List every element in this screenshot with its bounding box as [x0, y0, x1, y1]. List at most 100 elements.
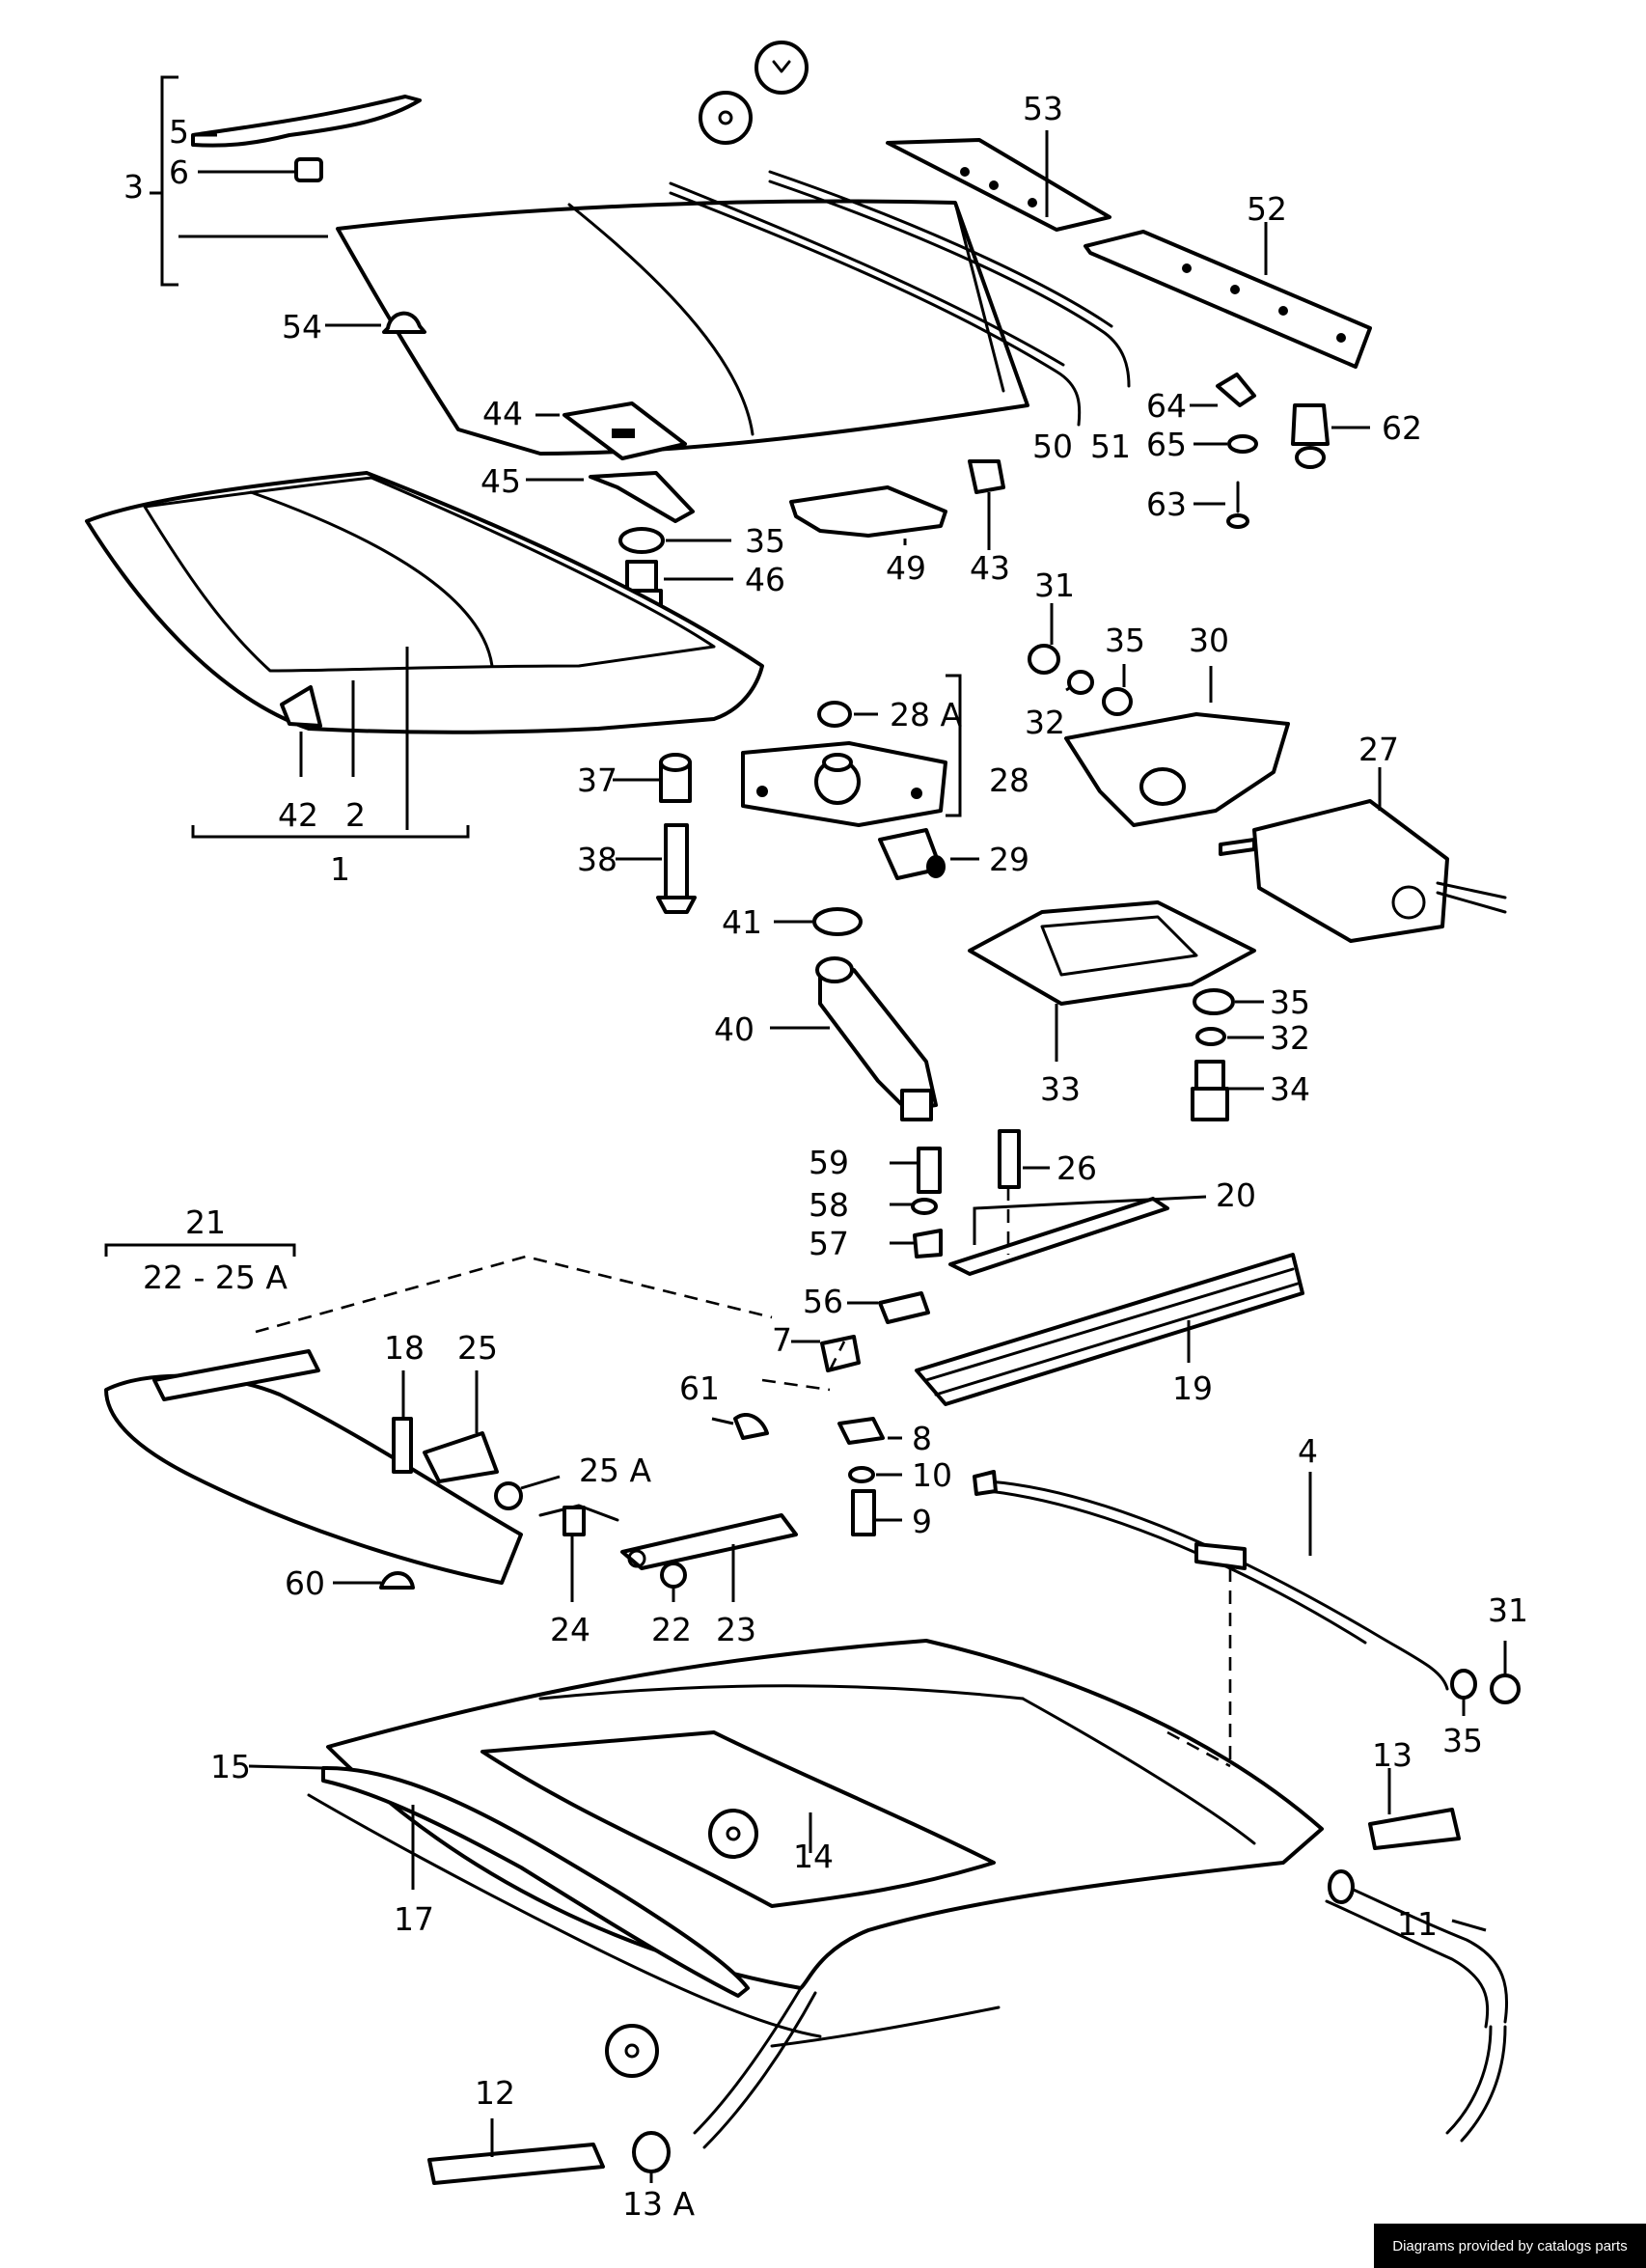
callout-65: 65 [1146, 426, 1187, 463]
callout-53: 53 [1023, 90, 1063, 127]
callout-24: 24 [550, 1611, 590, 1648]
callout-54: 54 [282, 308, 322, 346]
part-screw-18 [392, 1417, 413, 1474]
callout-61: 61 [679, 1369, 720, 1407]
callout-59: 59 [809, 1144, 849, 1181]
part-cable-4 [973, 1470, 1449, 1691]
callout-45: 45 [480, 462, 521, 500]
bracket-group-21 [104, 1243, 296, 1257]
callout-35-d: 35 [1442, 1722, 1483, 1759]
callout-17: 17 [394, 1900, 434, 1938]
part-bushing-37 [659, 753, 692, 803]
part-washer-65 [1227, 434, 1258, 454]
callout-46: 46 [745, 561, 785, 598]
bracket-group-3 [150, 75, 178, 287]
part-control-unit-27 [1219, 799, 1507, 943]
callout-9: 9 [912, 1503, 932, 1540]
part-hose-11 [1325, 1869, 1509, 2143]
callout-22-25A: 22 - 25 A [143, 1258, 288, 1296]
callout-50: 50 [1032, 428, 1073, 465]
callout-1: 1 [330, 850, 350, 888]
callout-3: 3 [123, 168, 144, 206]
callout-15: 15 [210, 1748, 251, 1785]
part-badge-circle-51 [754, 41, 809, 95]
callout-14: 14 [793, 1838, 834, 1875]
callout-60: 60 [285, 1564, 325, 1602]
part-washer-35b [1102, 687, 1133, 716]
part-arm-23 [620, 1513, 798, 1570]
callout-12: 12 [475, 2074, 515, 2112]
callout-11: 11 [1397, 1905, 1438, 1943]
callout-32-b: 32 [1270, 1019, 1310, 1057]
callout-42: 42 [278, 796, 318, 834]
part-washer-58 [911, 1198, 938, 1215]
part-nut-31a [1028, 644, 1060, 675]
part-seal-17 [307, 1793, 822, 2038]
callout-23: 23 [716, 1611, 756, 1648]
part-knob-62 [1291, 403, 1330, 469]
callout-33: 33 [1040, 1070, 1081, 1108]
callout-40: 40 [714, 1010, 754, 1048]
part-cover-5 [191, 95, 422, 148]
callout-44: 44 [482, 395, 523, 432]
callout-35-a: 35 [745, 522, 785, 560]
part-nut-6 [294, 157, 323, 182]
part-badge-circle-50 [699, 91, 753, 145]
callout-4: 4 [1298, 1432, 1318, 1470]
callout-31-a: 31 [1034, 567, 1075, 604]
callout-20: 20 [1216, 1176, 1256, 1214]
part-nut-22 [660, 1562, 687, 1589]
part-rail-19 [915, 1253, 1304, 1406]
part-guide-56 [878, 1291, 930, 1324]
callout-43: 43 [970, 549, 1010, 587]
part-washer-32b [1195, 1027, 1226, 1046]
part-panel-53 [886, 138, 1111, 232]
callout-28: 28 [989, 761, 1029, 799]
callout-2: 2 [345, 796, 366, 834]
part-rail-20 [948, 1197, 1169, 1276]
callout-32-a: 32 [1025, 704, 1065, 741]
part-panel-52 [1084, 230, 1372, 369]
part-nut-25A [494, 1481, 523, 1510]
bracket-group-28 [946, 674, 962, 817]
part-clip-42 [280, 685, 322, 728]
callout-21: 21 [185, 1203, 226, 1241]
attribution-footer: Diagrams provided by catalogs parts [1374, 2224, 1646, 2268]
part-seal-50 [669, 181, 1082, 427]
callout-13: 13 [1372, 1736, 1413, 1774]
part-bracket-44 [562, 401, 687, 460]
part-bolt-34 [1191, 1060, 1229, 1121]
part-deflector-22-25A [104, 1349, 523, 1585]
part-plate-45 [589, 471, 695, 523]
part-seal-51 [768, 170, 1131, 388]
callout-25A: 25 A [579, 1452, 651, 1489]
callout-56: 56 [803, 1283, 843, 1320]
callout-30: 30 [1189, 622, 1229, 659]
callout-28A: 28 A [890, 696, 962, 733]
part-seal-15 [321, 1765, 750, 1998]
callout-38: 38 [577, 841, 617, 878]
callout-18: 18 [384, 1329, 425, 1367]
callout-58: 58 [809, 1186, 849, 1224]
callout-35-b: 35 [1105, 622, 1145, 659]
callout-13A: 13 A [622, 2185, 695, 2223]
callout-52: 52 [1247, 190, 1287, 228]
part-bracket-33 [968, 900, 1256, 1006]
part-screw-26 [998, 1129, 1021, 1189]
callout-10: 10 [912, 1456, 952, 1494]
part-badge-circle-17 [605, 2024, 659, 2078]
callout-labels: 5 6 3 54 44 45 35 46 49 43 50 51 53 52 6… [123, 90, 1528, 2223]
part-clip-61 [733, 1413, 769, 1440]
part-bracket-30 [1064, 712, 1290, 827]
part-washer-35d [1450, 1669, 1477, 1700]
callout-8: 8 [912, 1420, 932, 1457]
leader-lines [178, 130, 1507, 2183]
callout-7: 7 [772, 1321, 792, 1359]
part-badge-circle-14 [708, 1809, 758, 1859]
part-arm-40 [815, 956, 938, 1121]
part-hinge-25 [423, 1431, 499, 1483]
callout-5: 5 [169, 113, 189, 151]
part-nut-31b [1490, 1673, 1521, 1704]
callout-57: 57 [809, 1225, 849, 1262]
